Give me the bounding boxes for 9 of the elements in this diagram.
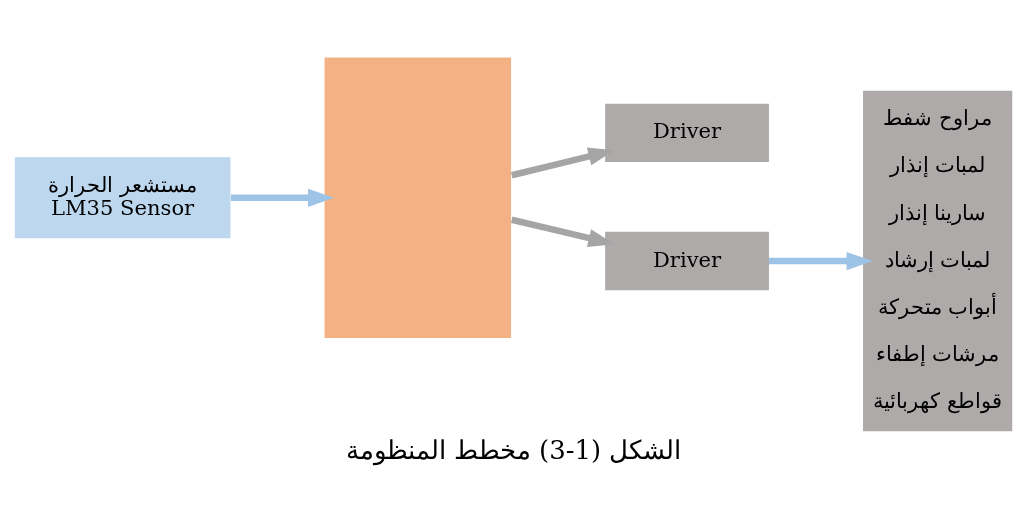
node-box: Driver — [605, 231, 769, 291]
arrow — [768, 251, 873, 271]
node-box: Driver — [605, 103, 769, 163]
arrow — [510, 147, 615, 179]
arrow — [230, 188, 335, 207]
node-box — [324, 57, 512, 339]
node-box: مراوح شفط لمبات إنذار سارينا إنذار لمبات إرشاد أبواب متحركة مرشات إطفاء قواطع كهربائية — [863, 90, 1013, 432]
caption: الشكل (1-3) مخطط المنظومة — [345, 434, 682, 465]
arrow — [510, 216, 615, 247]
